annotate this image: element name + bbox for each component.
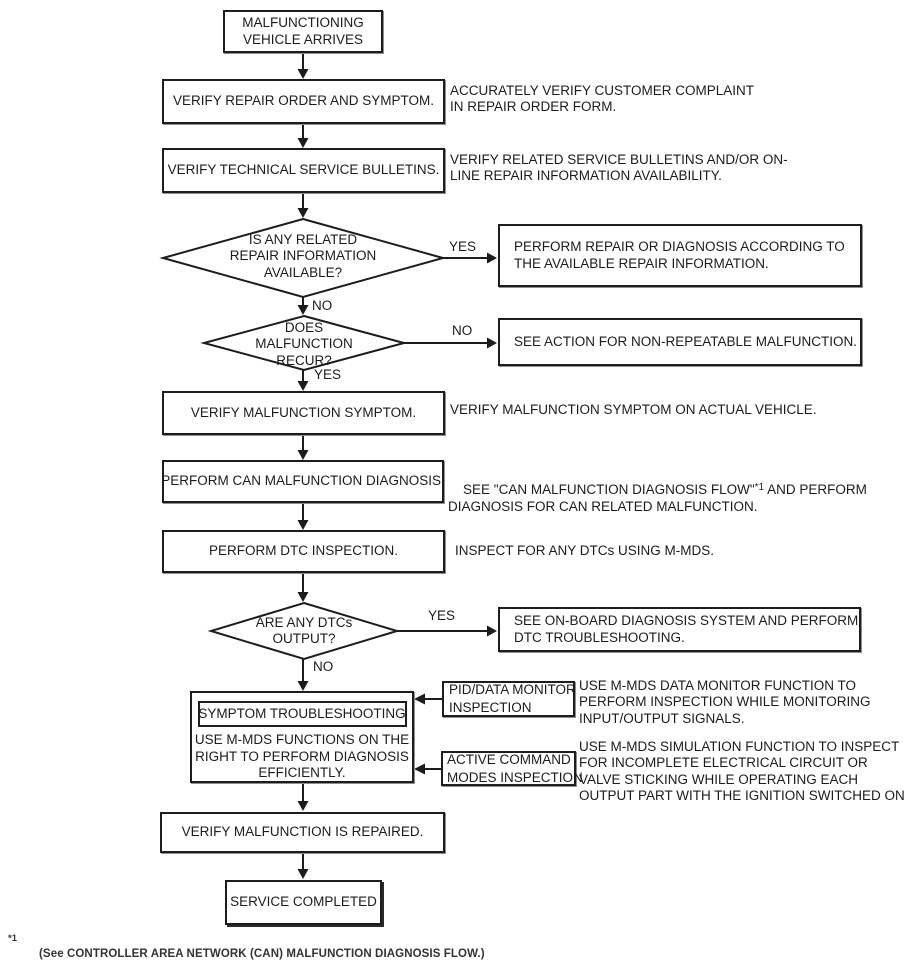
node-service-completed: SERVICE COMPLETED [225,880,382,925]
node-can-malfunction-diagnosis: PERFORM CAN MALFUNCTION DIAGNOSIS. [161,460,445,503]
node-pid-data-monitor: PID/DATA MONITOR INSPECTION [442,681,576,717]
symptom-troubleshooting-body: USE M-MDS FUNCTIONS ON THE RIGHT TO PERF… [194,732,410,780]
footnote-marker: *1 [8,933,17,944]
note-dtc-inspection: INSPECT FOR ANY DTCs USING M-MDS. [455,543,715,558]
node-verify-malfunction-symptom: VERIFY MALFUNCTION SYMPTOM. [162,391,445,435]
node-perform-repair-action: PERFORM REPAIR OR DIAGNOSIS ACCORDING TO… [498,224,862,287]
note-can-diagnosis-text-2: AND PERFORM DIAGNOSIS FOR CAN RELATED MA… [448,482,867,514]
note-pid-data-monitor: USE M-MDS DATA MONITOR FUNCTION TO PERFO… [579,678,871,726]
node-active-command-modes: ACTIVE COMMAND MODES INSPECTION [441,751,583,786]
note-verify-symptom: VERIFY MALFUNCTION SYMPTOM ON ACTUAL VEH… [450,402,817,417]
branch-no-recur: NO [452,323,473,338]
branch-yes-dtcs: YES [428,608,456,623]
node-dtc-inspection: PERFORM DTC INSPECTION. [162,530,445,573]
note-can-diagnosis: SEE "CAN MALFUNCTION DIAGNOSIS FLOW"*1 A… [448,466,867,531]
note-service-bulletins: VERIFY RELATED SERVICE BULLETINS AND/OR … [450,152,788,184]
node-non-repeatable-action: SEE ACTION FOR NON-REPEATABLE MALFUNCTIO… [498,318,862,366]
node-obd-troubleshooting-action: SEE ON-BOARD DIAGNOSIS SYSTEM AND PERFOR… [498,607,861,652]
node-start: MALFUNCTIONING VEHICLE ARRIVES [223,10,383,53]
decision-dtcs-output-label: ARE ANY DTCs OUTPUT? [255,615,353,647]
node-verify-malfunction-repaired: VERIFY MALFUNCTION IS REPAIRED. [160,812,445,853]
decision-repair-info-label: IS ANY RELATED REPAIR INFORMATION AVAILA… [229,232,377,280]
node-verify-repair-order: VERIFY REPAIR ORDER AND SYMPTOM. [162,79,445,124]
branch-no-dtcs: NO [313,659,334,674]
branch-yes-recur: YES [314,367,342,382]
footnote-ref-icon: *1 [754,482,765,494]
footnote-text: (See CONTROLLER AREA NETWORK (CAN) MALFU… [39,948,485,960]
symptom-troubleshooting-title-box: SYMPTOM TROUBLESHOOTING [197,701,407,728]
decision-malfunction-recur-label: DOES MALFUNCTION RECUR? [255,320,353,368]
note-repair-order: ACCURATELY VERIFY CUSTOMER COMPLAINT IN … [450,83,755,115]
note-active-command-modes: USE M-MDS SIMULATION FUNCTION TO INSPECT… [579,739,904,803]
node-symptom-troubleshooting: SYMPTOM TROUBLESHOOTING USE M-MDS FUNCTI… [190,691,414,783]
node-verify-service-bulletins: VERIFY TECHNICAL SERVICE BULLETINS. [162,148,445,193]
branch-yes-repair-info: YES [449,239,477,254]
note-can-diagnosis-text: SEE "CAN MALFUNCTION DIAGNOSIS FLOW" [463,482,755,498]
branch-no-repair-info: NO [312,298,333,313]
